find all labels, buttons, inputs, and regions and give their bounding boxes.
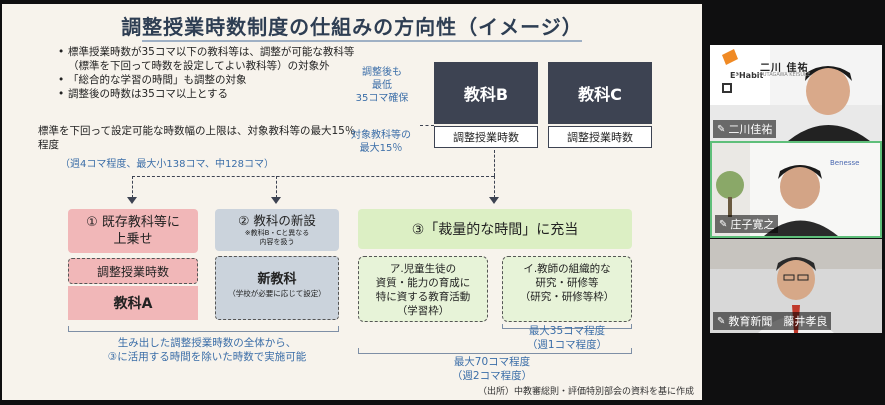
option-3a-box: ア.児童生徒の 資質・能力の育成に 特に資する教育活動 （学習枠） [358,256,488,322]
video-tile-2[interactable]: Benesse ✎ 庄子寛之 [710,141,882,238]
participant-name: 教育新聞 藤井孝良 [728,315,828,328]
subject-b-box: 教科B [434,62,538,124]
video-tile-3[interactable]: ✎ 教育新聞 藤井孝良 [710,239,882,333]
option-3-header: ③「裁量的な時間」に充当 [358,209,632,249]
hours-b-box: 調整授業時数 [434,126,538,148]
bullet-item: 「総合的な学習の時間」も調整の対象 [58,73,358,87]
limit-note-sub: （週4コマ程度、最大小138コマ、中128コマ） [60,159,275,170]
connector-line [494,150,495,176]
option-3b-box: イ.教師の組織的な 研究・研修等 （研究・研修等枠） [502,256,632,322]
option-1-hours: 調整授業時数 [68,258,198,284]
company-logo: Benesse [830,159,860,167]
video-tile-1[interactable]: E³Habit 二川 佳祐 FUTAGAWA KEISUKE ✎ 二川佳祐 [710,45,882,141]
company-logo: E³Habit [730,71,764,80]
subject-c-box: 教科C [548,62,652,124]
bullet-list: 標準授業時数が35コマ以下の教科等は、調整が可能な教科等（標準を下回って時数を設… [58,45,358,101]
connector-line [276,176,277,198]
participant-name-tag: ✎ 二川佳祐 [713,120,777,138]
pin-icon: ✎ [719,218,728,230]
title-underline [142,40,582,42]
pin-icon: ✎ [717,315,726,327]
caption-b: 最大35コマ程度 （週1コマ程度） [526,325,608,351]
participant-name: 庄子寛之 [730,218,775,231]
limit-note: 標準を下回って設定可能な時数幅の上限は、対象教科等の最大15％程度 [38,125,356,151]
bracket [68,326,339,332]
arrow-down-icon [271,197,281,204]
source-note: （出所）中教審総則・評価特別部会の資料を基に作成 [477,387,694,397]
name-card: 二川 佳祐 [760,63,809,74]
option-2-body: 新教科 （学校が必要に応じて設定） [215,256,339,320]
participant-name-tag: ✎ 庄子寛之 [715,215,779,233]
connector-line [132,176,133,198]
name-card-romaji: FUTAGAWA KEISUKE [760,72,811,78]
bullet-item: 調整後の時数は35コマ以上とする [58,87,358,101]
connector-line [494,176,495,198]
slide-title: 調整授業時数制度の仕組みの方向性（イメージ） [121,15,583,39]
participant-name-tag: ✎ 教育新聞 藤井孝良 [713,312,832,330]
new-subject-title: 新教科 [257,272,297,287]
bullet-item: 標準授業時数が35コマ以下の教科等は、調整が可能な教科等（標準を下回って時数を設… [58,45,358,73]
caption-left: 生み出した調整授業時数の全体から、 ③に活用する時間を除いた時数で実施可能 [107,337,307,363]
pin-icon: ✎ [717,123,726,135]
caption-total: 最大70コマ程度 （週2コマ程度） [451,356,533,382]
min-hours-label: 調整後も 最低 35コマ確保 [355,67,409,104]
option-2-note: ※教科B・Cと異なる 内容を扱う [244,229,310,246]
option-1-subject: 教科A [68,286,198,320]
max-percent-label: 対象教科等の 最大15％ [351,130,411,154]
hours-c-box: 調整授業時数 [548,126,652,148]
new-subject-note: （学校が必要に応じて設定） [228,289,326,298]
option-1-header: ① 既存教科等に 上乗せ [68,209,198,253]
arrow-down-icon [489,197,499,204]
arrow-down-icon [127,197,137,204]
connector-line [132,176,494,177]
bracket [358,348,632,354]
option-2-header: ② 教科の新設 ※教科B・Cと異なる 内容を扱う [215,209,339,251]
participant-name: 二川佳祐 [728,123,773,136]
option-2-title: ② 教科の新設 [238,213,316,228]
bracket [502,324,632,329]
shared-slide: 調整授業時数制度の仕組みの方向性（イメージ） 標準授業時数が35コマ以下の教科等… [2,4,702,400]
min-line [420,125,434,126]
